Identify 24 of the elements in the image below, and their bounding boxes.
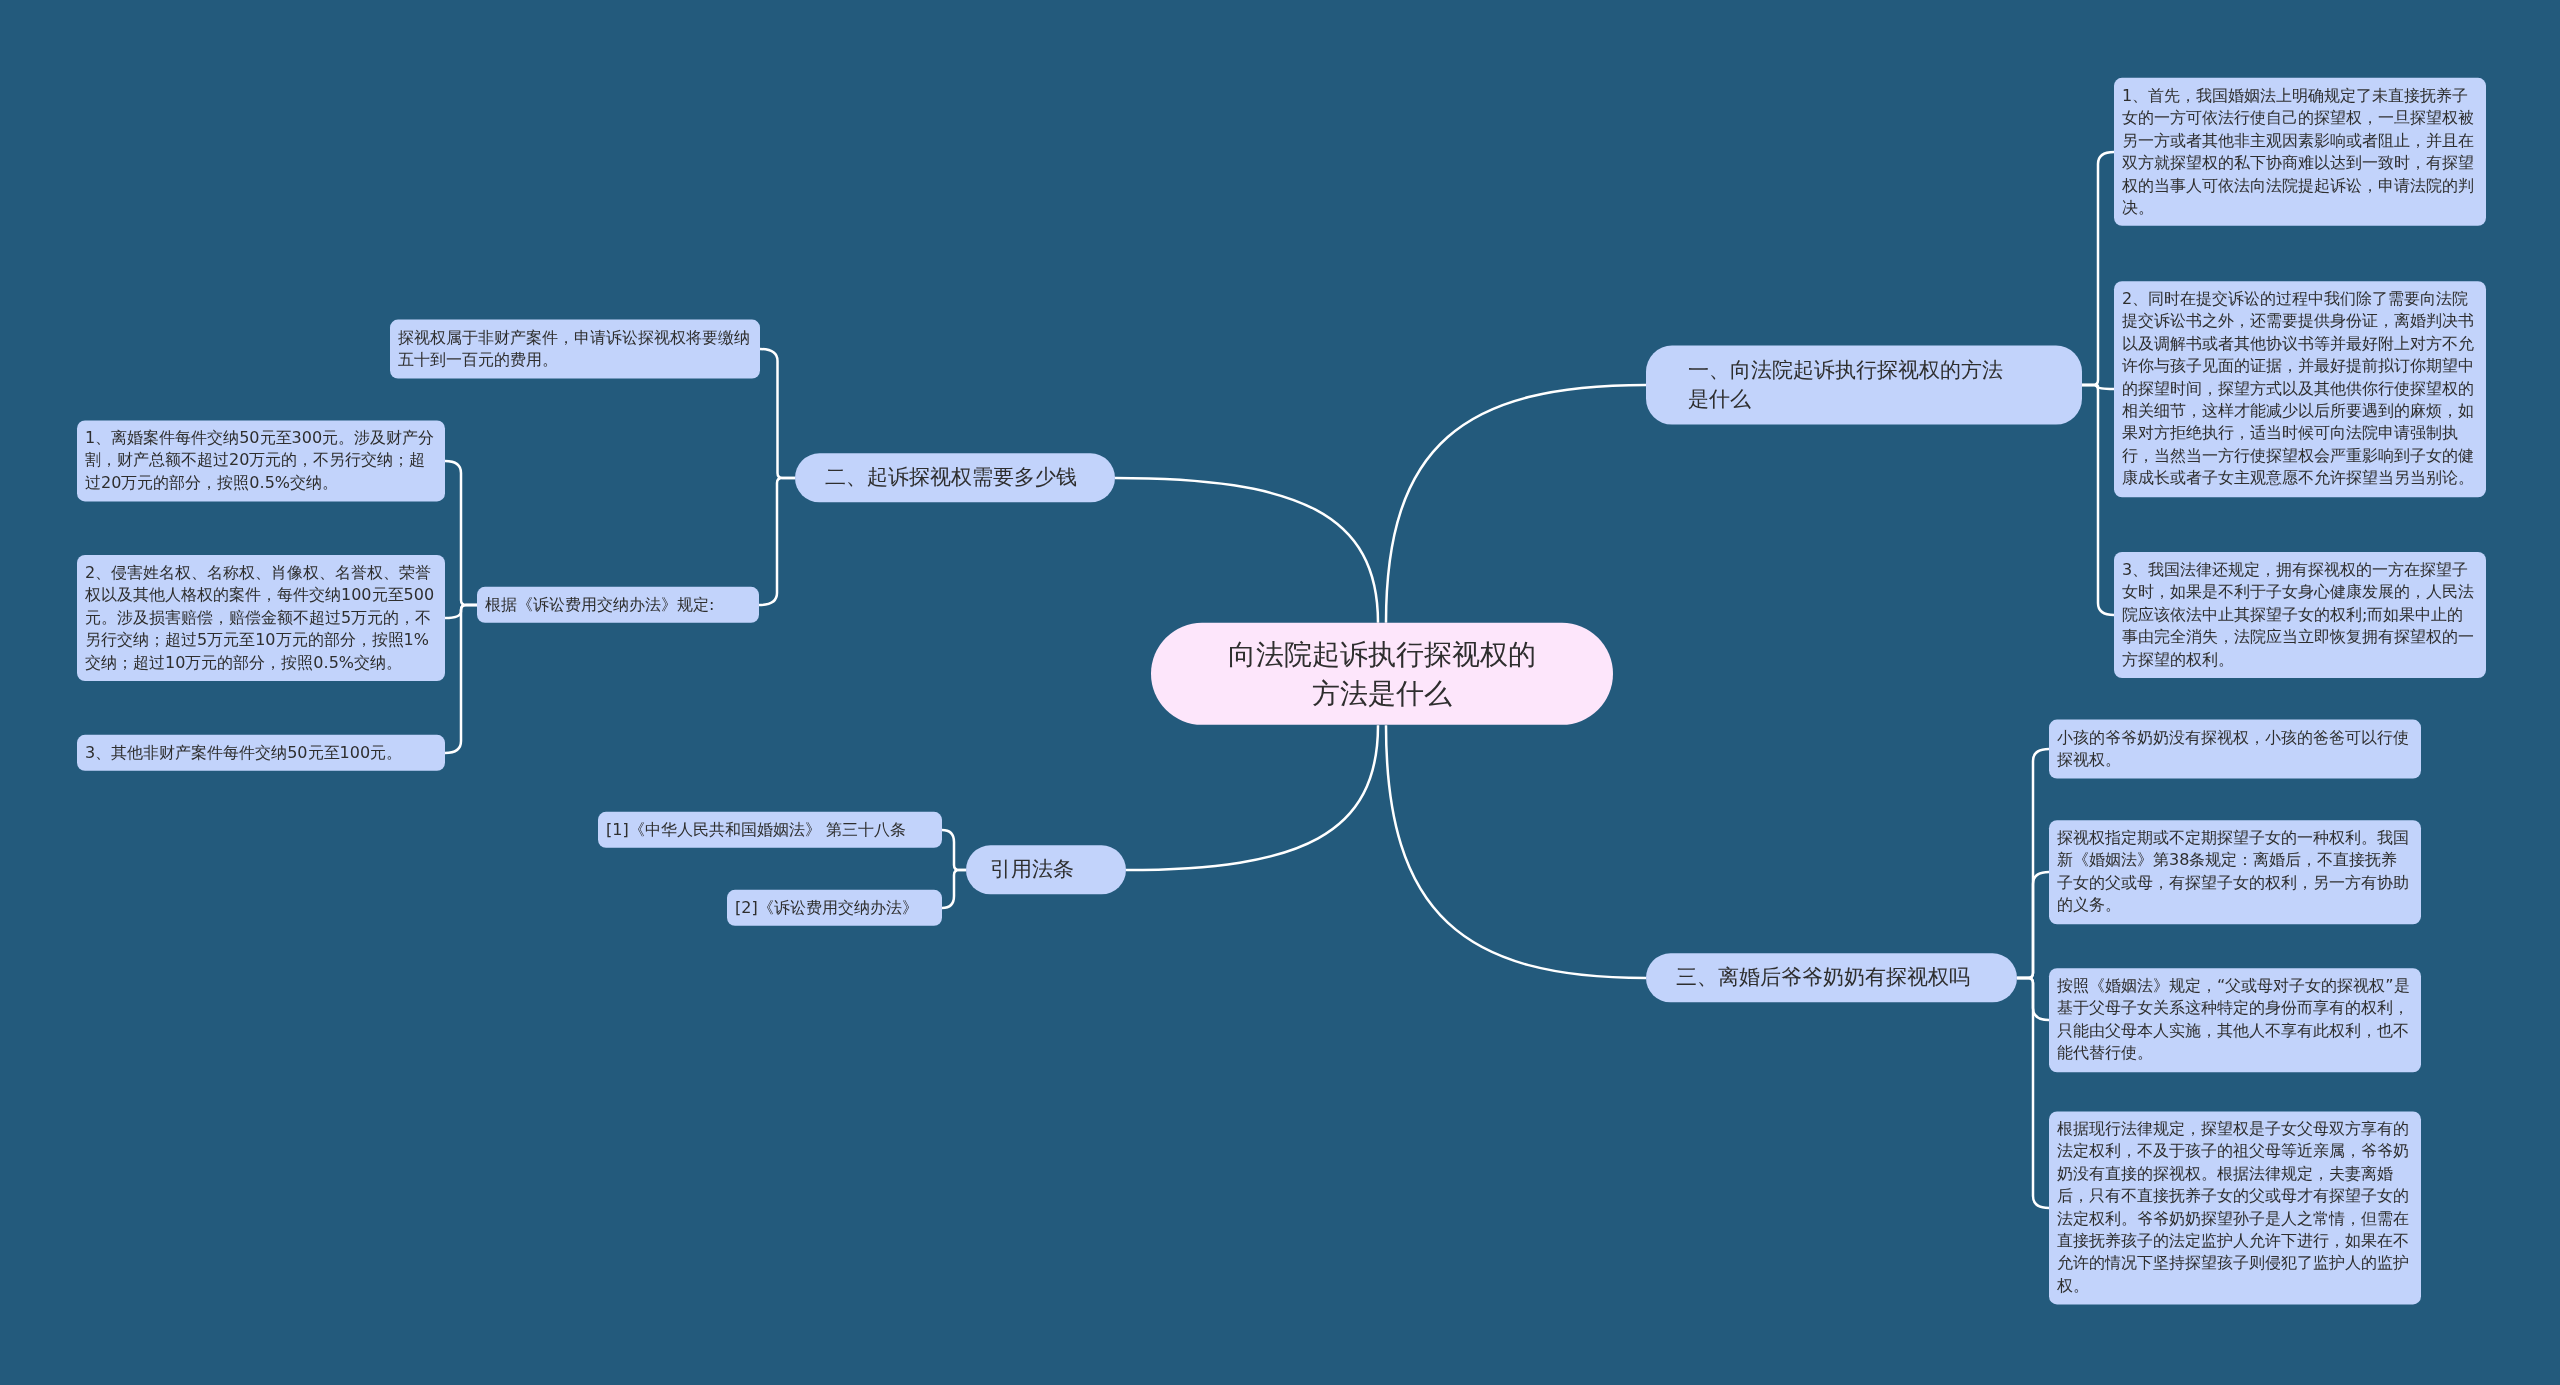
connector-line (1125, 725, 1380, 872)
leaf-note: 根据《诉讼费用交纳办法》规定: (477, 586, 759, 624)
connector-line (1114, 476, 1380, 623)
branch-topic: 二、起诉探视权需要多少钱 (795, 453, 1115, 503)
leaf-note: 2、侵害姓名权、名称权、肖像权、名誉权、荣誉权以及其他人格权的案件，每件交纳100元至500元。涉及损害赔偿，赔偿金额不超过5万元的，不另行交纳；超过5万元至10万元的部分，按照1%交纳；超过10万元的部分，按照0.5%交纳。 (77, 555, 445, 681)
leaf-note: 按照《婚姻法》规定，“父或母对子女的探视权”是基于父母子女关系这种特定的身份而享有的权利，只能由父母本人实施，其他人不享有此权利，也不能代替行使。 (2049, 968, 2421, 1072)
connector-line (1384, 383, 1647, 623)
leaf-note: 3、我国法律还规定，拥有探视权的一方在探望子女时，如果是不利于子女身心健康发展的，人民法院应该依法中止其探望子女的权利;而如果中止的事由完全消失，法院应当立即恢复拥有探望权的一方探望的权利。 (2114, 552, 2486, 678)
central-topic: 向法院起诉执行探视权的方法是什么 (1151, 622, 1613, 726)
leaf-note: 探视权指定期或不定期探望子女的一种权利。我国新《婚姻法》第38条规定：离婚后，不直接抚养子女的父或母，有探望子女的权利，另一方有协助的义务。 (2049, 820, 2421, 924)
branch-topic: 三、离婚后爷爷奶奶有探视权吗 (1646, 953, 2017, 1003)
leaf-note: 3、其他非财产案件每件交纳50元至100元。 (77, 734, 445, 772)
leaf-note: 1、首先，我国婚姻法上明确规定了未直接抚养子女的一方可依法行使自己的探望权，一旦探望权被另一方或者其他非主观因素影响或者阻止，并且在双方就探望权的私下协商难以达到一致时，有探望权的当事人可依法向法院提起诉讼，申请法院的判决。 (2114, 77, 2486, 227)
connector-line (1384, 725, 1647, 980)
leaf-note: [2]《诉讼费用交纳办法》 (727, 889, 942, 927)
leaf-note: 根据现行法律规定，探望权是子女父母双方享有的法定权利，不及于孩子的祖父母等近亲属，爷爷奶奶没有直接的探视权。根据法律规定，夫妻离婚后，只有不直接抚养子女的父或母才有探望子女的法定权利。爷爷奶奶探望孙子是人之常情，但需在直接抚养孩子的法定监护人允许下进行，如果在不允许的情况下坚持探望孩子则侵犯了监护人的监护权。 (2049, 1111, 2421, 1305)
leaf-note: 探视权属于非财产案件，申请诉讼探视权将要缴纳五十到一百元的费用。 (390, 319, 760, 379)
branch-topic: 一、向法院起诉执行探视权的方法是什么 (1646, 345, 2082, 425)
leaf-note: [1]《中华人民共和国婚姻法》 第三十八条 (598, 811, 942, 849)
leaf-note: 2、同时在提交诉讼的过程中我们除了需要向法院提交诉讼书之外，还需要提供身份证，离婚判决书以及调解书或者其他协议书等并最好附上对方不允许你与孩子见面的证据，并最好提前拟订你期望中的探望时间，探望方式以及其他供你行使探望权的相关细节，这样才能减少以后所要遇到的麻烦，如果对方拒绝执行，适当时候可向法院申请强制执行，当然当一方行使探望权会严重影响到子女的健康成长或者子女主观意愿不允许探望当另当别论。 (2114, 281, 2486, 497)
leaf-note: 小孩的爷爷奶奶没有探视权，小孩的爸爸可以行使探视权。 (2049, 719, 2421, 779)
branch-topic: 引用法条 (966, 845, 1126, 895)
leaf-note: 1、离婚案件每件交纳50元至300元。涉及财产分割，财产总额不超过20万元的，不另行交纳；超过20万元的部分，按照0.5%交纳。 (77, 420, 445, 502)
connector-line (941, 868, 966, 910)
